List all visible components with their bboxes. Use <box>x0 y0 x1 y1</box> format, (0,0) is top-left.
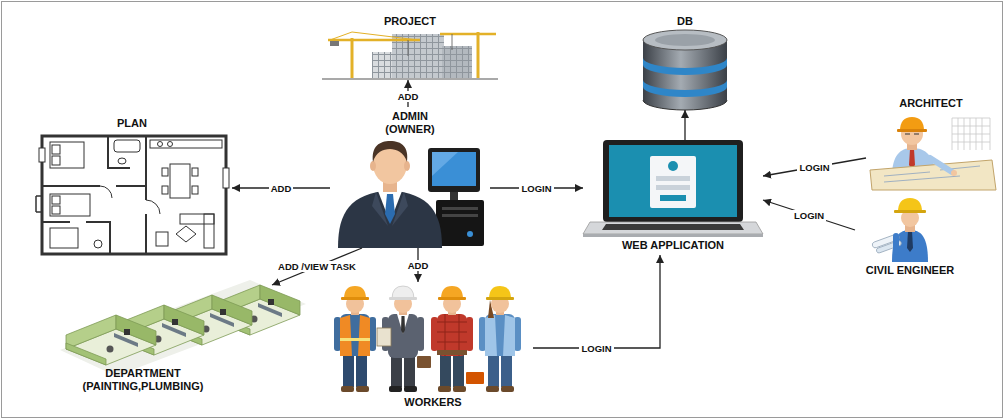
image-area <box>583 140 763 237</box>
architect-node: ARCHITECT <box>866 94 996 192</box>
engineer-node: CIVIL ENGINEER <box>855 196 965 280</box>
database-node: DB <box>630 12 740 110</box>
node-heading: DB <box>677 15 693 28</box>
image-area <box>333 282 533 394</box>
department-node: DEPARTMENT (PAINTING,PLUMBING) <box>54 285 312 396</box>
engineer-figure <box>871 198 928 262</box>
node-heading: ARCHITECT <box>899 97 963 110</box>
floor-plan <box>36 136 229 254</box>
edge-label: ADD <box>396 91 421 102</box>
architect-figure <box>870 117 996 190</box>
web-app-node: WEB APPLICATION <box>583 140 763 255</box>
construction-site <box>322 32 498 80</box>
workers-node: WORKERS <box>333 282 533 412</box>
admin-figure <box>338 141 484 248</box>
edge-label: LOGIN <box>797 162 831 173</box>
department-cubicles <box>60 280 306 376</box>
node-heading: PLAN <box>117 117 147 130</box>
node-heading: DEPARTMENT (PAINTING,PLUMBING) <box>58 367 228 393</box>
connector-arrow <box>684 110 685 140</box>
project-node: PROJECT <box>322 12 498 80</box>
edge-label: ADD <box>406 260 431 271</box>
node-heading: WEB APPLICATION <box>622 239 724 252</box>
edge-label: LOGIN <box>519 183 553 194</box>
node-heading: CIVIL ENGINEER <box>866 264 954 277</box>
connector-arrow <box>763 200 855 230</box>
node-heading: WORKERS <box>404 396 461 409</box>
image-area <box>32 132 232 258</box>
image-area <box>855 196 965 262</box>
database-cylinder <box>643 30 727 110</box>
node-heading: PROJECT <box>384 15 436 28</box>
image-area <box>330 138 490 248</box>
edge-label: ADD <box>269 183 294 194</box>
image-area <box>866 112 996 192</box>
edge-label: LOGIN <box>792 210 826 221</box>
admin-node: ADMIN (OWNER) <box>330 107 490 248</box>
image-area <box>54 285 312 365</box>
image-area <box>322 30 498 80</box>
image-area <box>630 30 740 110</box>
workers-group <box>334 286 521 392</box>
edge-label: ADD /VIEW TASK <box>276 261 358 272</box>
plan-node: PLAN <box>32 114 232 258</box>
laptop <box>583 140 763 237</box>
edge-label: LOGIN <box>579 343 613 354</box>
connector-arrow <box>763 158 866 176</box>
connector-arrow <box>533 255 660 348</box>
connector-arrow <box>272 248 362 285</box>
node-heading: ADMIN (OWNER) <box>370 110 450 136</box>
